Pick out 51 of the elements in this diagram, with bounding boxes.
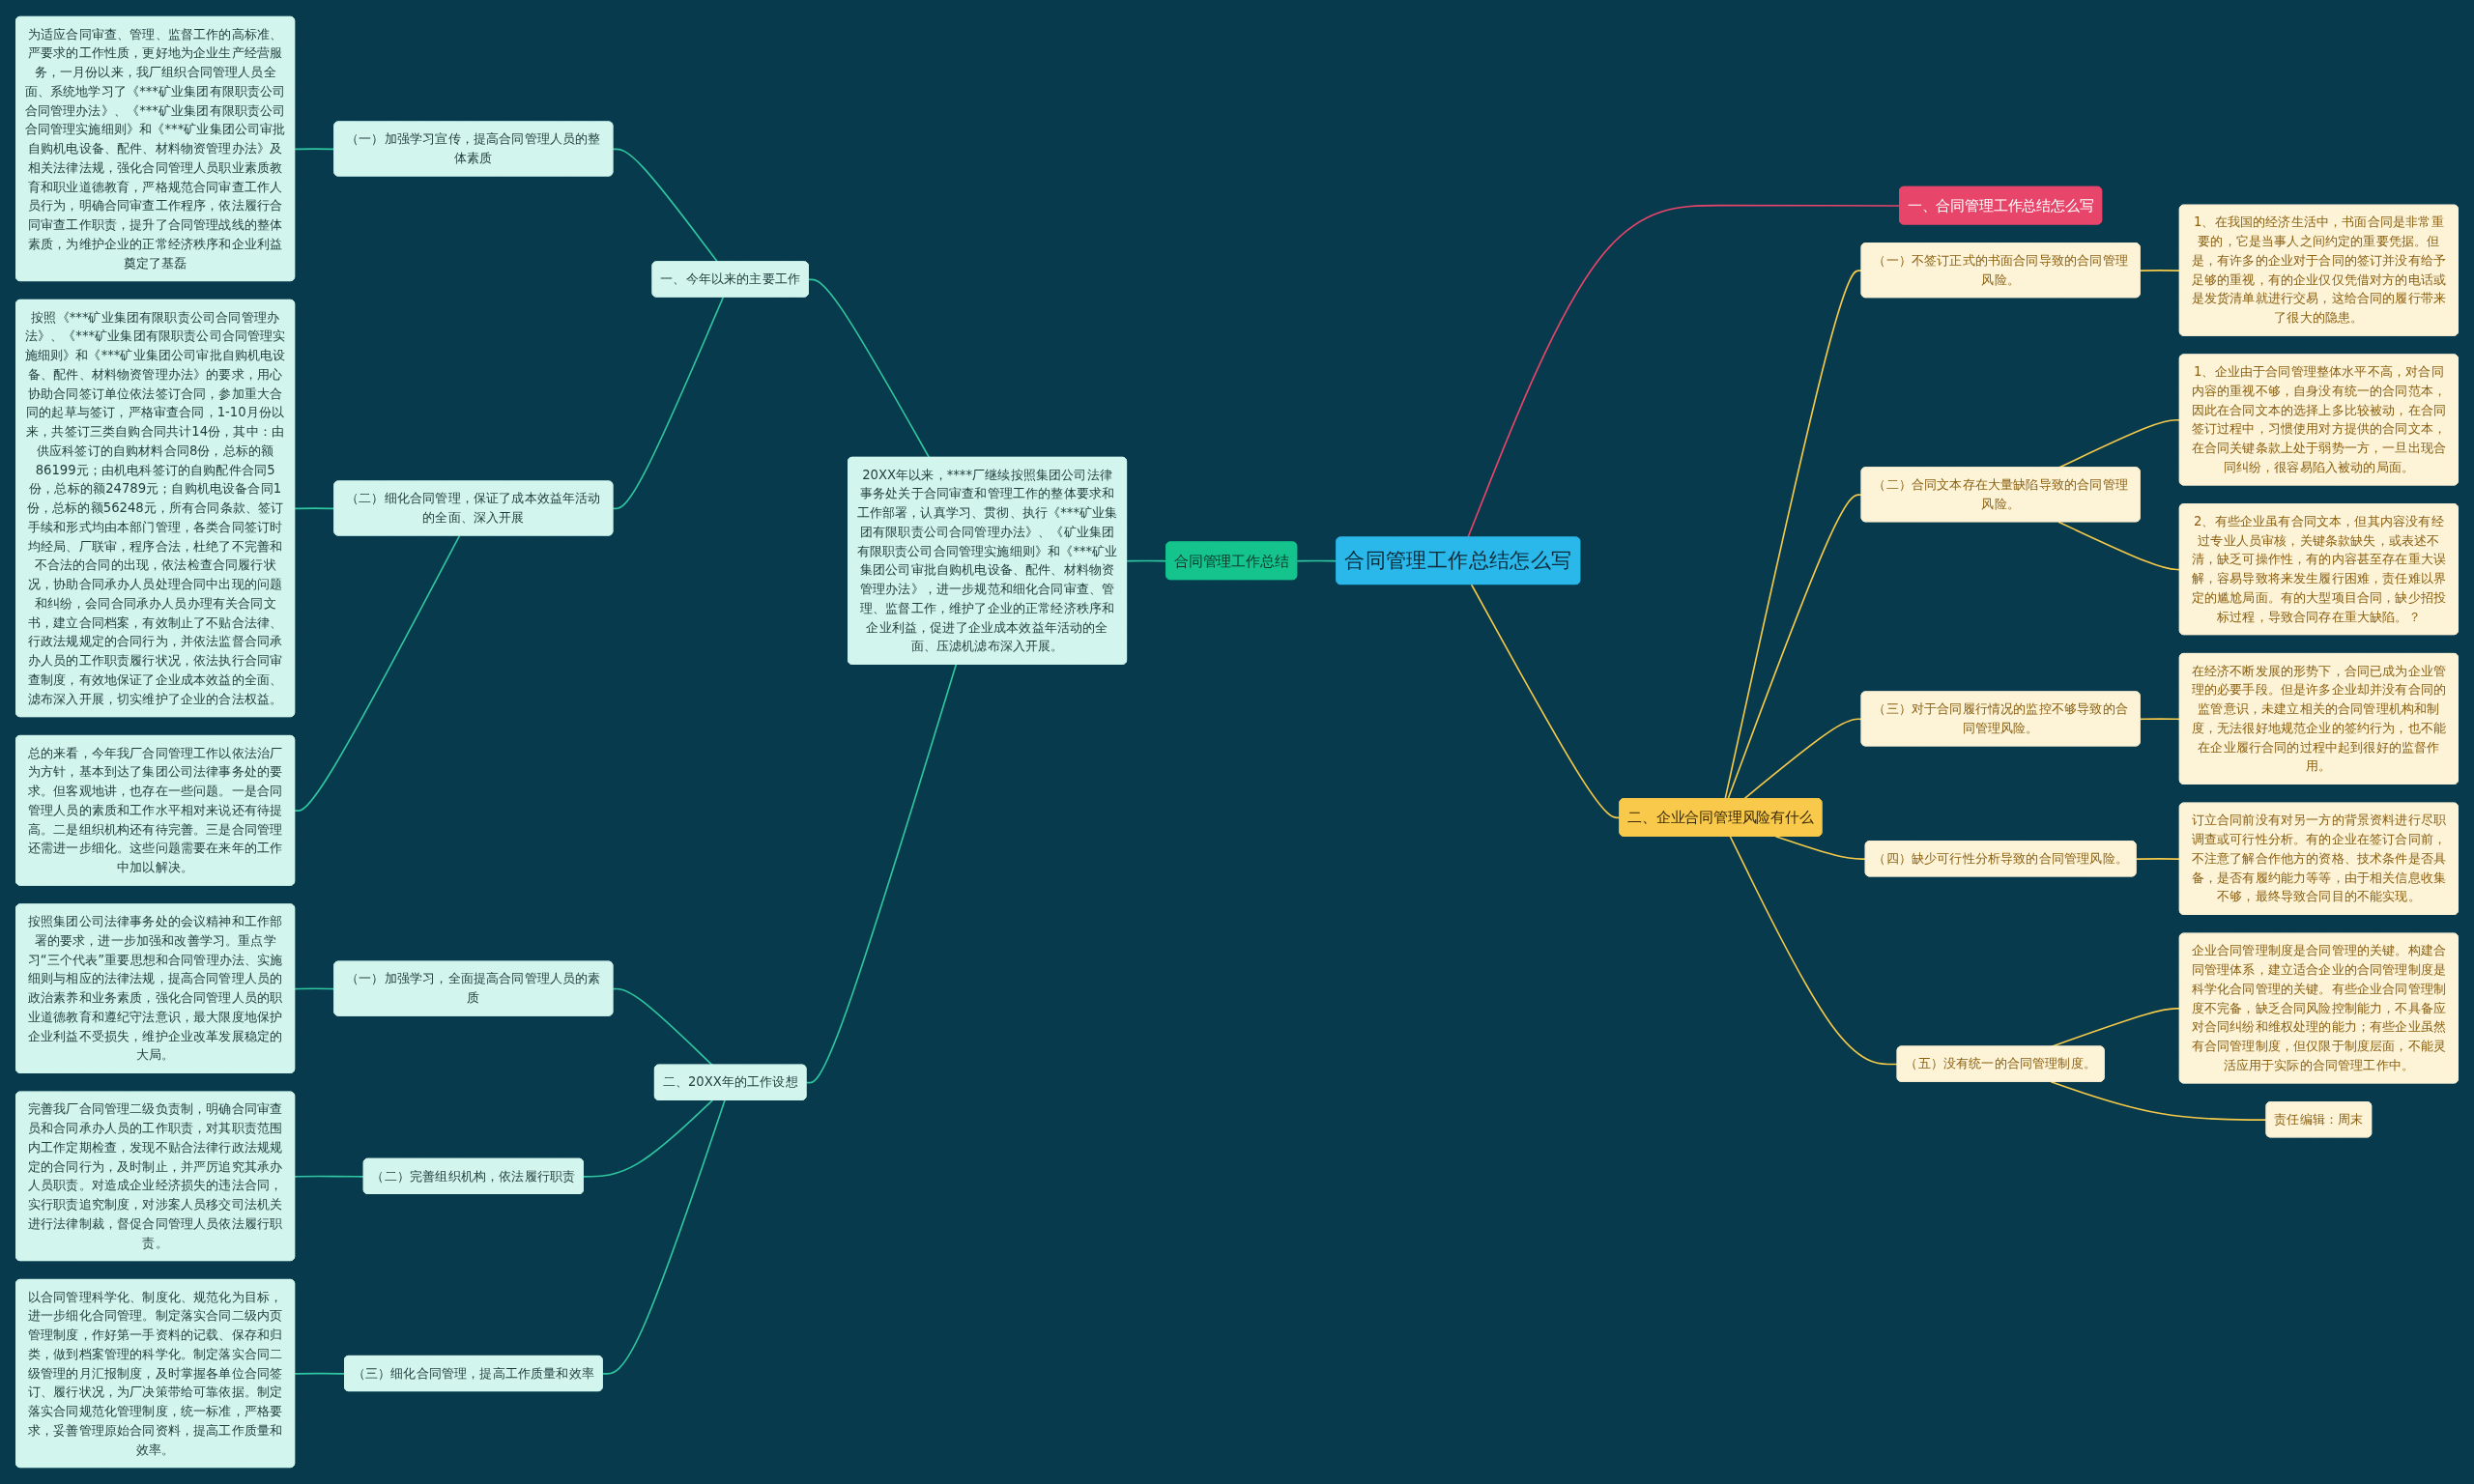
topic-box: （三）对于合同履行情况的监控不够导致的合同管理风险。 — [1860, 691, 2141, 747]
topic-box: 为适应合同审查、管理、监督工作的高标准、严要求的工作性质，更好地为企业生产经营服务，一月份以来，我厂组织合同管理人员全面、系统地学习了《***矿业集团有限职责公司合同管理办法》、《***矿业集团有限职责公司合同管理实施细则》和《***矿业集团公司审批自购机电设备、配件、材料物资管理办法》及相关法律法规，强化合同管理人员职业素质教育和职业道德教育，严格规范合同审查工作人员行为，明确合同审查工作程序，依法履行合同审查工作职责，提升了合同管理战线的整体素质，为维护企业的正常经济秩序和企业利益奠定了基磊 — [15, 15, 296, 282]
topic-box: （二）细化合同管理，保证了成本效益年活动的全面、深入开展 — [333, 480, 614, 536]
main-topic: 一、合同管理工作总结怎么写 — [1899, 186, 2103, 225]
connector-line — [805, 663, 958, 1084]
topic-box: 完善我厂合同管理二级负责制，明确合同审查员和合同承办人员的工作职责，对其职责范围内工作定期检查，发现不贴合法律行政法规规定的合同行为，及时制止，并严厉追究其承办人员职责。对造成企业经济损失的违法合同，实行职责追究制度，对涉案人员移交司法机关进行法律制裁，督促合同管理人员依法履行职责。 — [15, 1091, 296, 1262]
topic-box: 1、企业由于合同管理整体水平不高，对合同内容的重视不够，自身没有统一的合同范本，因此在合同文本的选择上多比较被动，在合同签订过程中，习惯使用对方提供的合同文本，在合同关键条款上处于弱势一方，一旦出现合同纠纷，很容易陷入被动的局面。 — [2178, 354, 2459, 486]
topic-box: 二、20XX年的工作设想 — [654, 1064, 807, 1100]
topic-box: 订立合同前没有对另一方的背景资料进行尽职调查或可行性分析。有的企业在签订合同前，不注意了解合作他方的资格、技术条件是否具备，是否有履约能力等等，由于相关信息收集不够，最终导致合同目的不能实现。 — [2178, 802, 2459, 915]
main-topic: 二、企业合同管理风险有什么 — [1619, 798, 1823, 837]
connector-line — [1729, 835, 1899, 1066]
topic-box: （四）缺少可行性分析导致的合同管理风险。 — [1864, 841, 2137, 877]
connector-line — [1774, 835, 1867, 861]
connector-line — [2139, 270, 2181, 271]
topic-box: （一）不签订正式的书面合同导致的合同管理风险。 — [1860, 243, 2141, 299]
connector-line — [294, 534, 461, 813]
main-topic: 合同管理工作总结 — [1165, 541, 1298, 581]
topic-box: （三）细化合同管理，提高工作质量和效率 — [344, 1356, 603, 1392]
connector-line — [1727, 494, 1863, 800]
connector-line — [612, 296, 725, 510]
topic-box: 20XX年以来，****厂继续按照集团公司法律事务处关于合同审查和管理工作的整体要求和工作部署，认真学习、贯彻、执行《***矿业集团有限职责公司合同管理办法》、《矿业集团有限职责公司合同管理实施细则》和《***矿业集团公司审批自购机电设备、配件、材料物资管理办法》，进一步规范和细化合同审查、管理、监督工作，维护了企业的正常经济秩序和企业利益，促进了企业成本效益年活动的全面、压滤机滤布深入开展。 — [848, 456, 1127, 665]
connector-line — [583, 1099, 714, 1178]
topic-box: （二）合同文本存在大量缺陷导致的合同管理风险。 — [1860, 467, 2141, 523]
topic-box: （一）加强学习宣传，提高合同管理人员的整体素质 — [333, 121, 614, 177]
connector-line — [1724, 270, 1863, 800]
topic-box: 1、在我国的经济生活中，书面合同是非常重要的，它是当事人之间约定的重要凭据。但是，有许多的企业对于合同的签订并没有给予足够的重视，有的企业仅仅凭借对方的电话或是发货清单就进行交易，这给合同的履行带来了很大的隐患。 — [2178, 204, 2459, 336]
connector-line — [2139, 718, 2181, 721]
connector-line — [1742, 718, 1863, 800]
connector-line — [601, 1099, 726, 1375]
topic-box: 一、今年以来的主要工作 — [651, 261, 809, 298]
connector-line — [612, 987, 714, 1067]
topic-box: （五）没有统一的合同管理制度。 — [1896, 1045, 2105, 1082]
connector-line — [807, 278, 931, 459]
topic-box: 在经济不断发展的形势下，合同已成为企业管理的必要手段。但是许多企业却并没有合同的监管意识，未建立相关的合同管理机构和制度，无法很好地规范企业的签约行为，也不能在企业履行合同的过程中起到很好的监督作用。 — [2178, 653, 2459, 785]
topic-box: 以合同管理科学化、制度化、规范化为目标，进一步细化合同管理。制定落实合同二级内页管理制度，作好第一手资料的记载、保存和归类，做到档案管理的科学化。制定落实合同二级管理的月汇报制度，及时掌握各单位合同签订、履行状况，为厂决策带给可靠依据。制定落实合同规范化管理制度，统一标准，严格要求，妥善管理原始合同资料，提高工作质量和效率。 — [15, 1279, 296, 1469]
topic-box: 企业合同管理制度是合同管理的关键。构建合同管理体系，建立适合企业的合同管理制度是科学化合同管理的关键。有些企业合同管理制度不完备，缺乏合同风险控制能力，不具备应对合同纠纷和维权处理的能力；有些企业虽然有合同管理制度，但仅限于制度层面，不能灵活应用于实际的合同管理工作中。 — [2178, 932, 2459, 1084]
topic-box: 2、有些企业虽有合同文本，但其内容没有经过专业人员审核，关键条款缺失，或表述不清，缺乏可操作性，有的内容甚至存在重大误解，容易导致将来发生履行困难，责任难以界定的尴尬局面。有的大型项目合同，缺少招投标过程，导致合同存在重大缺陷。？ — [2178, 503, 2459, 636]
connector-line — [2135, 858, 2181, 861]
topic-box: 按照《***矿业集团有限职责公司合同管理办法》、《***矿业集团有限职责公司合同管理实施细则》和《***矿业集团公司审批自购机电设备、配件、材料物资管理办法》的要求，用心协助合同签订单位依法签订合同，参加重大合同的起草与签订，严格审查合同，1-10月份以来，共签订三类自购合同共计14份，其中：由供应科签订的自购材料合同8份，总标的额86199元；由机电科签订的自购配件合同5份，总标的额24789元；自购机电设备合同1份，总标的额56248元，所有合同条款、签订手续和形式均由本部门管理，各类合同签订时均经局、厂联审，程序合法，杜绝了不完善和不合法的合同的出现，依法检查合同履行状况，协助合同承办人员处理合同中出现的问题和纠纷，会同合同承办人员办理有关合同文书，建立合同档案，有效制止了不贴合法律、行政法规规定的合同行为，并依法监督合同承办人员的工作职责履行状况，依法执行合同审查制度，有效地保证了企业成本效益的全面、滤布深入开展，切实维护了企业的合法权益。 — [15, 299, 296, 718]
topic-box: （一）加强学习，全面提高合同管理人员的素质 — [333, 960, 614, 1016]
connector-line — [2050, 1080, 2268, 1121]
connector-line — [294, 1372, 346, 1375]
topic-box: 总的来看，今年我厂合同管理工作以依法治厂为方针，基本到达了集团公司法律事务处的要求。但客观地讲，也存在一些问题。一是合同管理人员的素质和工作水平相对来说还有待提高。二是组织机构还有待完善。三是合同管理还需进一步细化。这些问题需要在来年的工作中加以解决。 — [15, 735, 296, 886]
connector-line — [2057, 521, 2181, 571]
connector-line — [1126, 559, 1167, 562]
connector-line — [294, 1175, 365, 1178]
central-topic: 合同管理工作总结怎么写 — [1336, 536, 1581, 585]
topic-box: （二）完善组织机构，依法履行职责 — [362, 1157, 584, 1194]
connector-line — [1467, 204, 1901, 539]
topic-box: 责任编辑：周末 — [2265, 1101, 2373, 1138]
topic-box: 按照集团公司法律事务处的会议精神和工作部署的要求，进一步加强和改善学习。重点学习“三个代表”重要思想和合同管理办法、实施细则与相应的法律法规，提高合同管理人员的政治素养和业务素质，强化合同管理人员的职业道德教育和遵纪守法意识，最大限度地保护企业利益不受损失，维护企业改革发展稳定的大局。 — [15, 903, 296, 1073]
